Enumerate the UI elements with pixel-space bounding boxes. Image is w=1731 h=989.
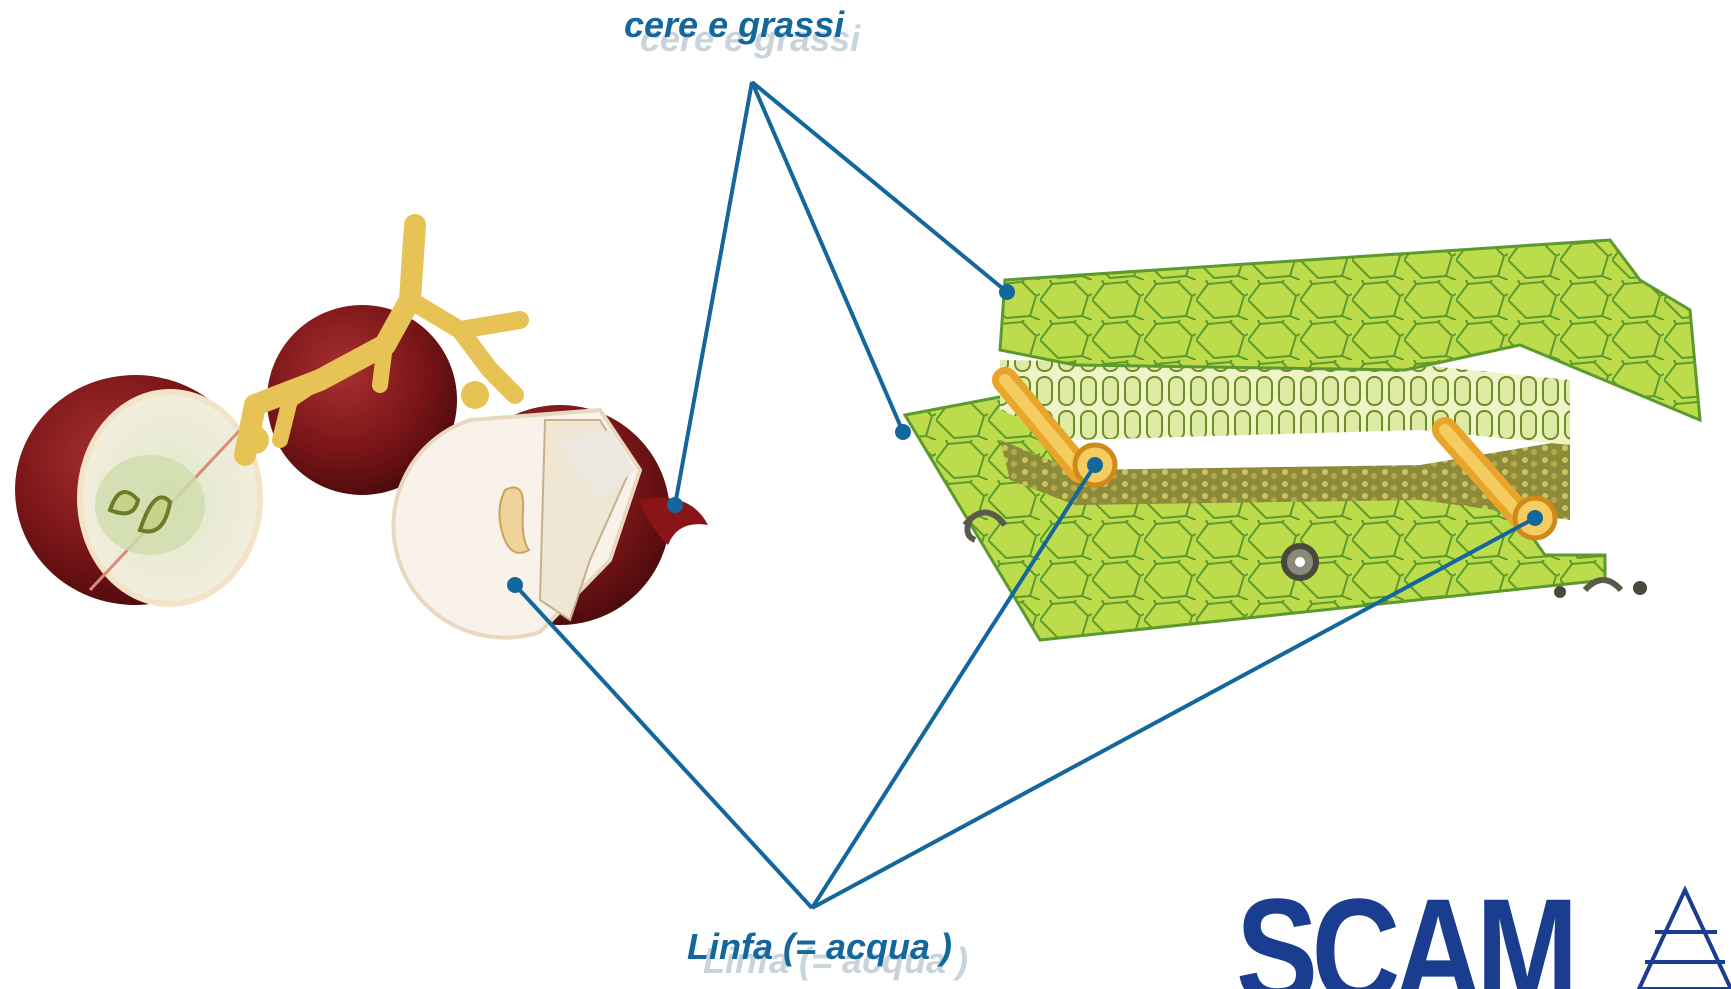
stem-node — [241, 426, 269, 454]
scam-logo: SCAM — [1236, 876, 1731, 989]
leader-wax-leaf-top — [752, 82, 1007, 292]
label-waxes-fats: cere e grassi cere e grassi — [624, 4, 844, 46]
grape-cluster-illustration — [15, 225, 708, 638]
leader-sap-grape — [515, 585, 812, 908]
stem-node — [461, 381, 489, 409]
leader-wax-grape — [675, 82, 752, 505]
leaf-palisade-layer — [1000, 360, 1570, 445]
leader-wax-leaf-edge — [752, 82, 903, 432]
label-waxes-fats-text: cere e grassi — [624, 4, 844, 45]
label-sap-water: Linfa (= acqua ) Linfa (= acqua ) — [687, 926, 952, 968]
label-sap-water-text: Linfa (= acqua ) — [687, 926, 952, 967]
scam-logo-text: SCAM — [1236, 876, 1572, 989]
leaf-section-illustration — [905, 240, 1700, 640]
leader-sap-leaf-left — [812, 465, 1095, 908]
